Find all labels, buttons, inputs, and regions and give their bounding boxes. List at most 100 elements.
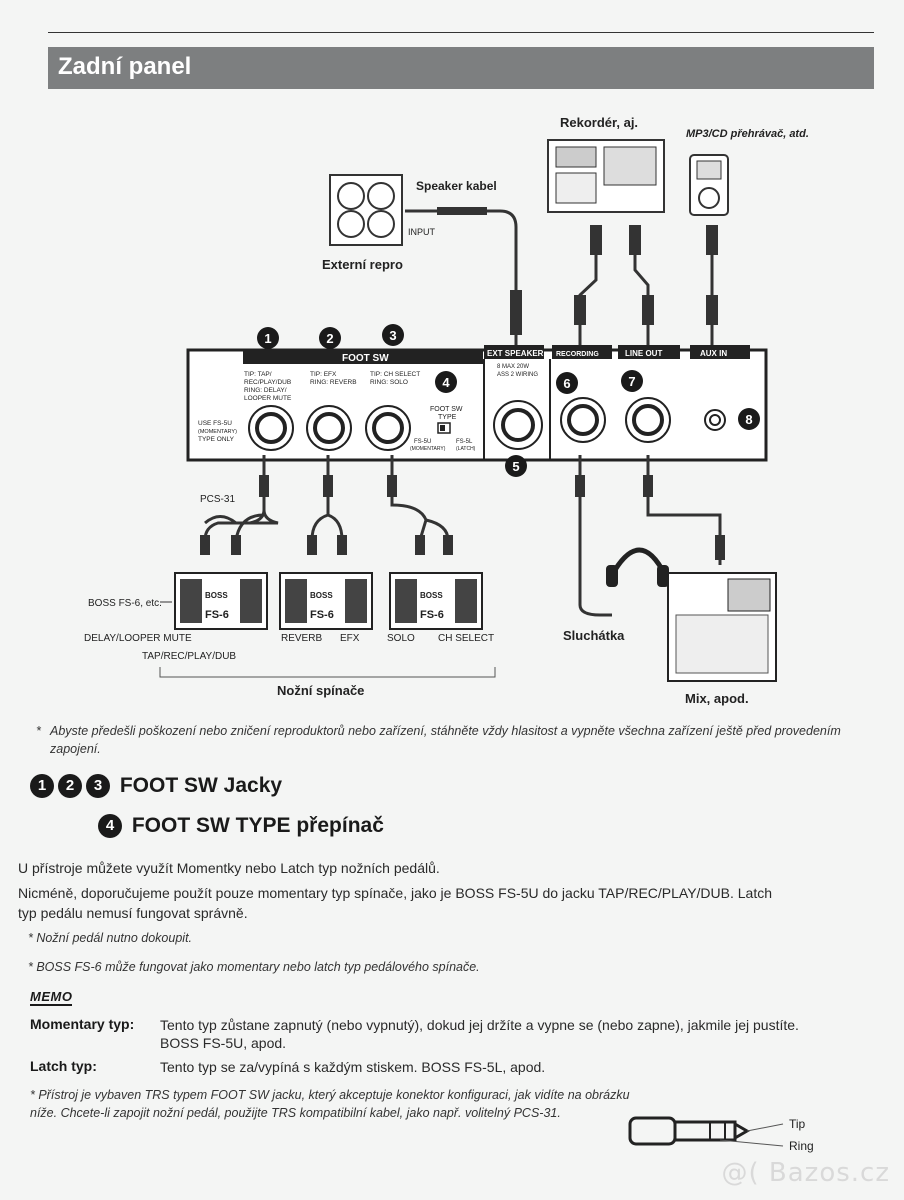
jack2-line1: TIP: EFX: [310, 371, 337, 378]
pedal-brand-1: BOSS: [205, 591, 228, 600]
warning-text: Abyste předešli poškození nebo zničení r…: [50, 724, 841, 756]
panel-jacks: [248, 397, 726, 451]
pedal-1: [174, 572, 268, 630]
momentary-example: BOSS FS-5U, apod.: [160, 1035, 287, 1051]
tip-label: Tip: [789, 1117, 806, 1131]
pedal-label-reverb: REVERB: [281, 633, 322, 644]
footswitches-label: Nožní spínače: [277, 683, 364, 698]
pedal-label-efx: EFX: [340, 633, 360, 644]
heading-type-switch: 4 FOOT SW TYPE přepínač: [98, 814, 384, 838]
pedal-brand-2: BOSS: [310, 591, 333, 600]
type-right1: FS-5L: [456, 439, 473, 445]
number-badges: 1 2 3 4 5 6 7 8: [257, 324, 760, 477]
heading-num-3: 3: [86, 774, 110, 798]
recording-out-label: RECORDING: [556, 351, 599, 358]
note-2-text: BOSS FS-6 může fungovat jako momentary n…: [36, 960, 480, 974]
latch-term: Latch typ:: [30, 1058, 97, 1074]
latch-definition: Tento typ se za/vypíná s každým stiskem.…: [160, 1059, 546, 1075]
pedal-2: [279, 572, 373, 630]
type-switch-line1: FOOT SW: [430, 406, 463, 413]
jack3-line1: TIP: CH SELECT: [370, 371, 420, 378]
para-2-line1: Nicméně, doporučujeme použít pouze momen…: [18, 885, 773, 901]
ext-spk-spec2: ASS 2 WIRING: [497, 372, 538, 378]
pedal-label-delay: DELAY/LOOPER MUTE: [84, 633, 192, 644]
badge-2: 2: [326, 331, 333, 346]
jack1-line4: LOOPER MUTE: [244, 395, 292, 402]
headphones-label: Sluchátka: [563, 628, 625, 643]
footswitch-cables: [203, 455, 450, 555]
line-out-label: LINE OUT: [625, 349, 662, 358]
heading-num-4: 4: [98, 814, 122, 838]
jack2-line2: RING: REVERB: [310, 379, 357, 386]
external-speaker: [329, 174, 403, 246]
badge-1: 1: [264, 331, 271, 346]
pcs31-label: PCS-31: [200, 494, 235, 505]
headphones: [606, 547, 669, 587]
pedal-3: [389, 572, 483, 630]
badge-7: 7: [628, 374, 635, 389]
warning-note: * Abyste předešli poškození nebo zničení…: [36, 722, 856, 758]
pedal-label-solo: SOLO: [387, 633, 415, 644]
ext-speaker-label: Externí repro: [322, 257, 403, 272]
speaker-cable-label: Speaker kabel: [416, 179, 497, 193]
footswitch-bracket: [159, 667, 496, 678]
input-label: INPUT: [408, 227, 436, 237]
para-2-line2: typ pedálu nemusí fungovat správně.: [18, 905, 248, 921]
pedal-model-3: FS-6: [420, 609, 444, 621]
momentary-definition: Tento typ zůstane zapnutý (nebo vypnutý)…: [160, 1017, 799, 1033]
ring-label: Ring: [789, 1139, 814, 1153]
mixer: [667, 572, 777, 682]
jack1-line3: RING: DELAY/: [244, 387, 287, 394]
section-title: Zadní panel: [58, 53, 192, 80]
jack1-line1: TIP: TAP/: [244, 371, 272, 378]
heading2-text: FOOT SW TYPE přepínač: [131, 814, 384, 837]
foot-sw-label: FOOT SW: [342, 353, 389, 364]
para-1: U přístroje můžete využít Momentky nebo …: [18, 860, 440, 876]
recorder-label: Rekordér, aj.: [560, 115, 638, 130]
aux-in-label: AUX IN: [700, 349, 727, 358]
ext-speaker-panel-label: EXT SPEAKER: [487, 349, 544, 358]
note-2: * BOSS FS-6 může fungovat jako momentary…: [28, 960, 480, 974]
ext-spk-spec1: 8 MAX 20W: [497, 364, 529, 370]
heading-num-1: 1: [30, 774, 54, 798]
recorder-device: [547, 139, 665, 213]
heading-num-2: 2: [58, 774, 82, 798]
trs-note: * Přístroj je vybaven TRS typem FOOT SW …: [30, 1088, 630, 1120]
jack1-side2: (MOMENTARY): [198, 429, 237, 435]
pedal-model-1: FS-6: [205, 609, 229, 621]
type-left1: FS-5U: [414, 439, 431, 445]
badge-8: 8: [745, 412, 752, 427]
footswitch-plugs: [200, 475, 453, 555]
type-right2: (LATCH): [456, 446, 476, 452]
trs-note-text: Přístroj je vybaven TRS typem FOOT SW ja…: [30, 1088, 630, 1120]
note-1-text: Nožní pedál nutno dokoupit.: [36, 931, 193, 945]
section-header: Zadní panel: [48, 47, 874, 89]
type-left2: (MOMENTARY): [410, 446, 446, 452]
mp3-label: MP3/CD přehrávač, atd.: [686, 128, 809, 140]
momentary-term: Momentary typ:: [30, 1016, 135, 1032]
trs-plug-illustration: Tip Ring: [628, 1116, 814, 1153]
badge-3: 3: [389, 328, 396, 343]
memo-label: MEMO: [30, 989, 73, 1006]
jack1-side1: USE FS-5U: [198, 420, 232, 427]
mixer-label: Mix, apod.: [685, 691, 749, 706]
badge-5: 5: [512, 459, 519, 474]
jack1-line2: REC/PLAY/DUB: [244, 379, 291, 386]
rear-panel-diagram: INPUT Externí repro Speaker kabel Rekord…: [84, 115, 809, 706]
pedal-label-chselect: CH SELECT: [438, 633, 494, 644]
pedal-label-tap: TAP/REC/PLAY/DUB: [142, 651, 236, 662]
badge-6: 6: [563, 376, 570, 391]
boss-fs6-label: BOSS FS-6, etc.: [88, 598, 162, 609]
top-rule: [48, 32, 874, 33]
mp3-player: [689, 154, 729, 216]
jack3-line2: RING: SOLO: [370, 379, 408, 386]
pedal-model-2: FS-6: [310, 609, 334, 621]
note-1: * Nožní pedál nutno dokoupit.: [28, 931, 193, 945]
heading1-text: FOOT SW Jacky: [119, 774, 283, 797]
badge-4: 4: [442, 375, 450, 390]
pedal-brand-3: BOSS: [420, 591, 443, 600]
type-switch-line2: TYPE: [438, 414, 457, 421]
watermark: @( Bazos.cz: [721, 1158, 890, 1188]
